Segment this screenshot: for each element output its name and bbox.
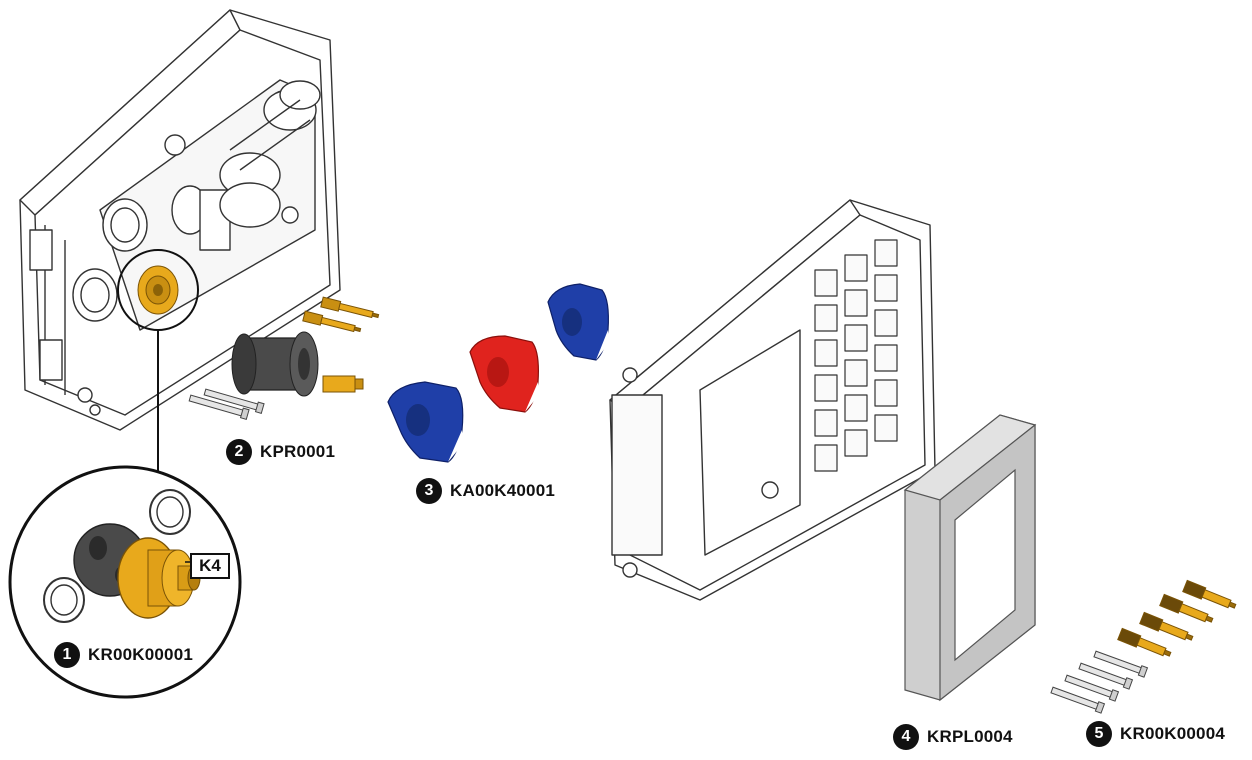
- knob-blue-back: [547, 283, 609, 361]
- brass-pins-kpr: [302, 296, 380, 393]
- callout-4-code: KRPL0004: [927, 727, 1013, 746]
- dark-cap: [231, 331, 319, 397]
- gray-plate: [903, 414, 1037, 702]
- screws-kit5: [1050, 650, 1149, 714]
- callout-2-number: 2: [226, 439, 252, 465]
- detail-k4-label: K4: [190, 553, 230, 579]
- callout-4: 4 KRPL0004: [893, 724, 1013, 750]
- screws-kpr: [188, 388, 265, 420]
- callout-4-number: 4: [893, 724, 919, 750]
- callout-1: 1 KR00K00001: [54, 642, 193, 668]
- callout-1-number: 1: [54, 642, 80, 668]
- callout-5: 5 KR00K00004: [1086, 721, 1225, 747]
- knob-red: [469, 335, 539, 413]
- valve-housing: [19, 9, 341, 431]
- callout-3: 3 KA00K40001: [416, 478, 555, 504]
- knob-blue-front: [387, 381, 464, 463]
- detail-magnifier: [8, 465, 242, 699]
- callout-1-code: KR00K00001: [88, 645, 194, 664]
- callout-2-code: KPR0001: [260, 442, 336, 461]
- brass-pins-kit5: [1117, 579, 1237, 657]
- callout-3-code: KA00K40001: [450, 481, 556, 500]
- callout-5-number: 5: [1086, 721, 1112, 747]
- callout-3-number: 3: [416, 478, 442, 504]
- callout-2: 2 KPR0001: [226, 439, 335, 465]
- front-cover-panel: [609, 199, 936, 601]
- callout-5-code: KR00K00004: [1120, 724, 1226, 743]
